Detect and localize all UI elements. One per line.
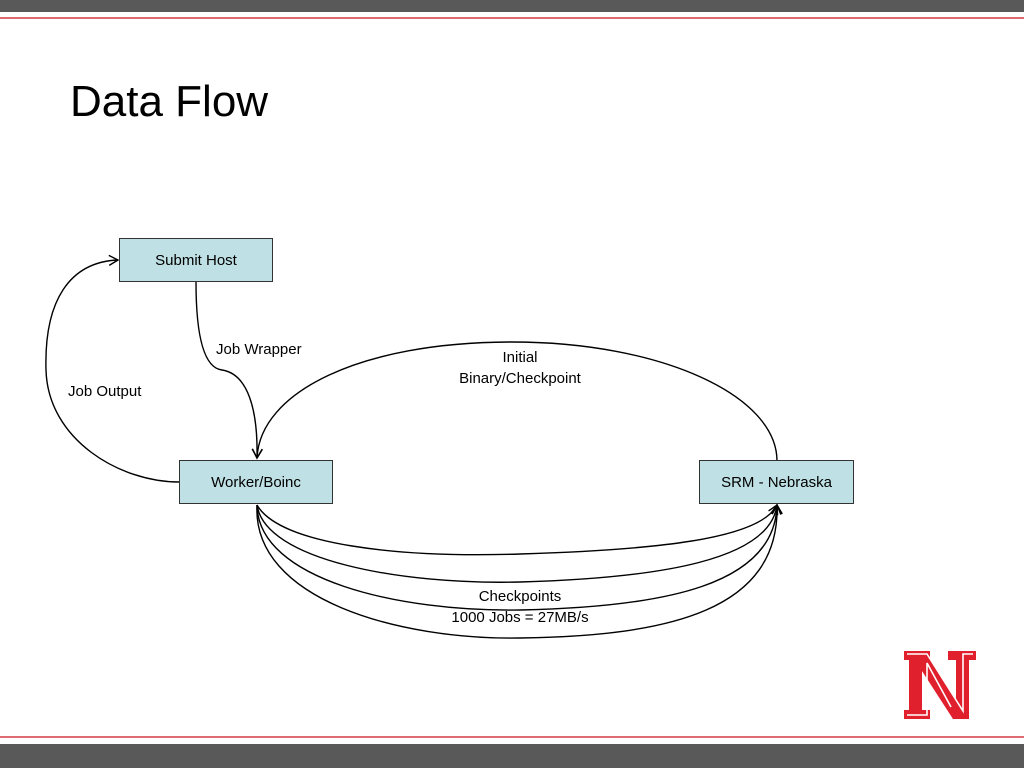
top-rule [0, 17, 1024, 19]
bottom-bar [0, 744, 1024, 768]
connector-job-output [45, 254, 180, 483]
bottom-rule [0, 736, 1024, 738]
node-srm-nebraska: SRM - Nebraska [699, 460, 854, 504]
node-submit-host: Submit Host [119, 238, 273, 282]
nebraska-n-logo [904, 651, 976, 719]
connector-checkpoint-3 [256, 503, 783, 611]
slide-title: Data Flow [70, 77, 269, 126]
label-checkpoints-line1: Checkpoints [478, 588, 562, 605]
label-checkpoints-line2: 1000 Jobs = 27MB/s [451, 609, 589, 626]
label-job-wrapper: Job Wrapper [216, 341, 302, 358]
connector-checkpoint-1 [256, 503, 779, 556]
label-initial-line1: Initial [502, 349, 538, 366]
top-bar [0, 0, 1024, 12]
connector-checkpoint-4 [256, 503, 783, 639]
label-initial-binary-checkpoint: Initial Binary/Checkpoint [440, 347, 600, 389]
connector-checkpoint-2 [256, 503, 782, 583]
label-job-output: Job Output [68, 383, 142, 400]
connector-initial [251, 341, 778, 462]
label-checkpoints: Checkpoints 1000 Jobs = 27MB/s [420, 586, 620, 628]
node-worker-boinc: Worker/Boinc [179, 460, 333, 504]
label-initial-line2: Binary/Checkpoint [459, 370, 581, 387]
connector-job-wrapper [195, 281, 263, 460]
